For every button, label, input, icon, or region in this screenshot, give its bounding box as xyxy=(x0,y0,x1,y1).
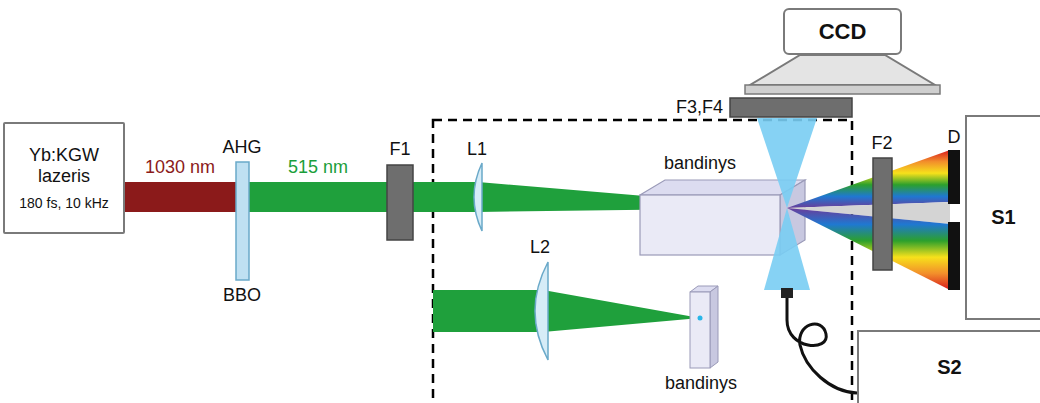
spectrum-fan xyxy=(787,150,950,208)
fiber-connector xyxy=(781,288,793,298)
green-beam xyxy=(249,182,478,212)
aperture-d-lower xyxy=(948,222,960,290)
focused-beam-lower xyxy=(543,290,700,332)
wavelength-label: 1030 nm xyxy=(145,158,215,178)
part-label: F2 xyxy=(871,134,892,154)
filter-f1 xyxy=(387,165,413,240)
emission-cone xyxy=(757,118,817,208)
spectrometer-box: S2 xyxy=(857,330,1040,403)
bbo-crystal xyxy=(236,162,249,280)
box-title: S1 xyxy=(991,206,1015,229)
part-label: F3,F4 xyxy=(676,98,723,118)
ir-beam xyxy=(125,182,237,212)
green-beam-lower xyxy=(433,290,543,332)
part-label: BBO xyxy=(223,286,261,306)
box-text: 180 fs, 10 kHz xyxy=(19,195,109,211)
sample-label: bandinys xyxy=(664,154,736,174)
box-title: S2 xyxy=(937,356,961,379)
part-label: L1 xyxy=(467,140,487,160)
spectrum-fan-lower xyxy=(787,208,950,290)
filter-f3-f4 xyxy=(730,98,852,117)
part-label: D xyxy=(948,128,961,148)
laser-box: Yb:KGW lazeris 180 fs, 10 kHz xyxy=(3,122,125,234)
lens-l2 xyxy=(535,262,548,360)
part-label: F1 xyxy=(389,140,410,160)
optical-fiber xyxy=(787,298,857,393)
sample-thin xyxy=(690,286,718,368)
camera-mount xyxy=(745,85,940,94)
camera-lens xyxy=(750,55,935,85)
box-text: Yb:KGW lazeris xyxy=(13,145,115,186)
ccd-camera: CCD xyxy=(783,8,902,55)
wavelength-label: 515 nm xyxy=(288,158,348,178)
aperture-d xyxy=(948,150,960,204)
box-title: CCD xyxy=(819,19,867,44)
spectrometer-box: S1 xyxy=(965,115,1040,320)
part-label: AHG xyxy=(222,138,261,158)
filter-f2 xyxy=(873,158,892,270)
lens-l1 xyxy=(474,163,482,231)
sample-label: bandinys xyxy=(665,374,737,394)
part-label: L2 xyxy=(530,238,550,258)
emission-cone-lower xyxy=(764,208,810,290)
